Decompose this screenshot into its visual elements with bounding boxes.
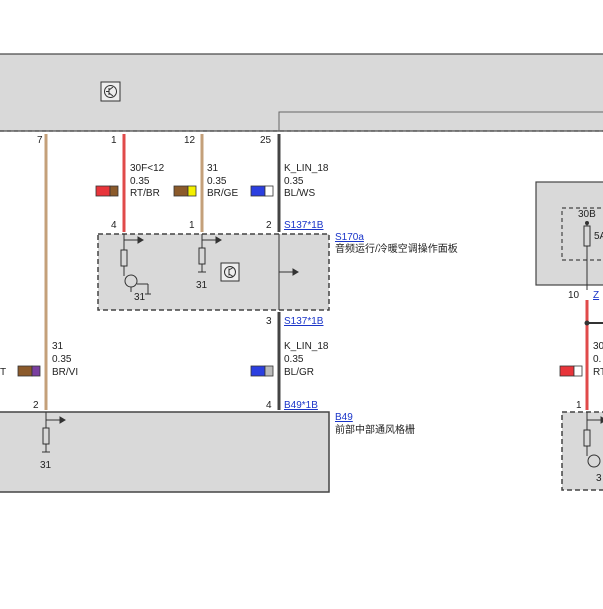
pin-1-top: 1 (111, 135, 117, 146)
right-label-0: 0. (593, 354, 601, 365)
connector-s137-top[interactable]: S137*1B (284, 220, 324, 231)
wire-label-klin: K_LIN_18 (284, 163, 329, 174)
pin-3: 3 (266, 316, 272, 327)
swatch-right-red (559, 365, 583, 377)
transistor-icon-s170a (220, 262, 240, 282)
wire-label-brvi: BR/VI (52, 367, 78, 378)
wire-label-035c: 0.35 (284, 176, 304, 187)
connector-b49[interactable]: B49*1B (284, 400, 318, 411)
gnd-31-c: 31 (40, 460, 52, 471)
wire-label-blws: BL/WS (284, 188, 315, 199)
wire-label-31c: 31 (52, 341, 64, 352)
wire-label-31a: 31 (207, 163, 219, 174)
b49-circuit (42, 412, 66, 453)
pin-12: 12 (184, 135, 196, 146)
wire-label-rtbr: RT/BR (130, 188, 160, 199)
wire-label-035e: 0.35 (284, 354, 304, 365)
swatch-bl-gr (250, 365, 274, 377)
module-s170a-id[interactable]: S170a (335, 232, 364, 243)
module-s170a-desc: 音频运行/冷暖空调操作面板 (335, 242, 458, 255)
bus-line (278, 111, 603, 131)
connector-s137-bottom[interactable]: S137*1B (284, 316, 324, 327)
pin-2-mid: 2 (266, 220, 272, 231)
pin-10: 10 (568, 290, 580, 301)
module-b49-box (0, 411, 330, 493)
right-label-rt: RT (593, 367, 603, 378)
pin-1-mid: 1 (189, 220, 195, 231)
pin-7: 7 (37, 135, 43, 146)
pin-4-top: 4 (111, 220, 117, 231)
gnd-31-b: 31 (196, 280, 208, 291)
s170a-circuit-mid (198, 234, 222, 273)
wire-label-left-t: T (0, 367, 6, 378)
gnd-31-a: 31 (134, 292, 146, 303)
swatch-rt-br (95, 185, 119, 197)
right-lower-module (561, 411, 603, 491)
fuse-5a: 5A (594, 231, 603, 242)
fuse-icon (583, 221, 591, 290)
swatch-bl-ws (250, 185, 274, 197)
transistor-icon (100, 81, 121, 102)
wire-label-035a: 0.35 (130, 176, 150, 187)
right-module-box (535, 181, 603, 286)
s170a-circuit-left (120, 234, 151, 295)
pin-4-b49: 4 (266, 400, 272, 411)
right-gnd: 3 (596, 473, 602, 484)
wire-label-30f: 30F<12 (130, 163, 165, 174)
label-30b: 30B (578, 209, 596, 220)
swatch-br-ge (173, 185, 197, 197)
right-inner-box (561, 207, 603, 261)
s170a-circuit-right (278, 234, 299, 310)
swatch-br-vi (17, 365, 41, 377)
wire-label-blgr: BL/GR (284, 367, 314, 378)
module-b49-desc: 前部中部通风格栅 (335, 423, 415, 436)
pin-25: 25 (260, 135, 272, 146)
junction-dot (584, 320, 590, 326)
module-b49-id[interactable]: B49 (335, 412, 353, 423)
right-label-30: 30 (593, 341, 603, 352)
wire-label-035d: 0.35 (52, 354, 72, 365)
pin-2-b49: 2 (33, 400, 39, 411)
connector-z[interactable]: Z (593, 290, 599, 301)
top-module-box (0, 53, 603, 132)
wire-label-035b: 0.35 (207, 176, 227, 187)
pin-1-right: 1 (576, 400, 582, 411)
wire-label-klin-b: K_LIN_18 (284, 341, 329, 352)
wire-label-brge: BR/GE (207, 188, 238, 199)
